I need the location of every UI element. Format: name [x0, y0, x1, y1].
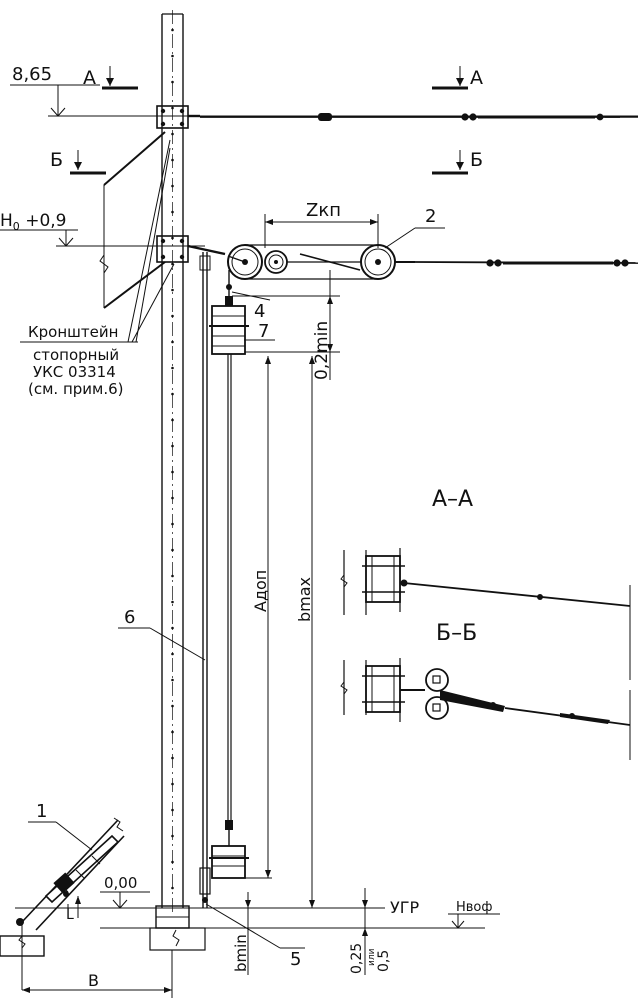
top-wire	[200, 113, 638, 121]
mast-hole-dot	[171, 782, 174, 786]
mast-hole-dot	[171, 548, 174, 552]
dimension-bmin: bmin	[200, 892, 255, 975]
diagonal-braces	[99, 131, 166, 309]
callout-4: 4	[231, 291, 271, 322]
level-mid-label: H	[0, 211, 13, 231]
mast-hole-dot	[171, 314, 174, 318]
mast-hole-dot	[171, 340, 174, 344]
bracket-line1: Кронштейн	[28, 323, 118, 341]
zkp-label: Zкп	[306, 200, 341, 221]
mast-hole-dot	[171, 132, 174, 136]
mast-hole-dot	[171, 626, 174, 630]
callout-6-label: 6	[124, 607, 135, 628]
mast-hole-dot	[171, 54, 174, 58]
section-a-right-label: А	[470, 67, 483, 89]
level-mid-suffix: +0,9	[20, 211, 67, 231]
mast-hole-dot	[171, 158, 174, 162]
level-top-label: 8,65	[12, 64, 52, 85]
mast	[161, 10, 184, 915]
dimension-foundation: 0,25 или 0,5	[349, 888, 392, 975]
section-b-left-label: Б	[50, 149, 63, 171]
mast-hole-dot	[171, 574, 174, 578]
bracket-line3: УКС 03314	[33, 363, 116, 381]
mast-hole-dot	[171, 678, 174, 682]
dim-02min-label: 0,2min	[312, 321, 332, 380]
mast-hole-dot	[171, 756, 174, 760]
mast-hole-dot	[171, 808, 174, 812]
mast-hole-dot	[171, 600, 174, 604]
hvof-label: Нвоф	[456, 900, 493, 915]
view-bb-title: Б–Б	[436, 621, 477, 646]
callout-1-label: 1	[36, 801, 47, 822]
dim-bmax-label: bmax	[295, 577, 314, 622]
mast-hole-dot	[171, 704, 174, 708]
section-b-right-label: Б	[470, 149, 483, 171]
callout-7: 7	[244, 321, 275, 342]
mast-hole-dot	[171, 80, 174, 84]
dimension-bmax: bmax	[295, 356, 315, 908]
zkp-dimension: Zкп	[264, 200, 379, 248]
bracket-callout: Кронштейн стопорный УКС 03314 (см. прим.…	[20, 139, 175, 398]
top-fitting	[156, 105, 200, 129]
level-ground-mark: 0,00	[100, 874, 150, 909]
callout-2-label: 2	[425, 206, 436, 227]
mast-hole-dot	[171, 210, 174, 214]
callout-6: 6	[118, 607, 206, 661]
mast-hole-dot	[171, 444, 174, 448]
mast-hole-dot	[171, 418, 174, 422]
view-aa-title: А–А	[432, 487, 473, 512]
level-ground-label: 0,00	[104, 874, 137, 892]
dimension-adop: Aдоп	[244, 356, 272, 879]
mast-hole-dot	[171, 28, 174, 32]
hvof-mark: Нвоф	[448, 900, 500, 929]
level-mid-subscript: 0	[13, 220, 20, 233]
callout-5-label: 5	[290, 949, 301, 970]
mast-hole-dot	[171, 236, 174, 240]
level-mid-mark: H0 +0,9	[0, 211, 205, 247]
mast-hole-dot	[171, 886, 174, 890]
callout-1: 1	[28, 801, 93, 851]
level-top-mark: 8,65	[10, 64, 638, 117]
section-b-markers: Б Б	[50, 149, 483, 175]
callout-4-label: 4	[254, 301, 265, 322]
dim-B-label: B	[88, 971, 99, 990]
callout-5: 5	[205, 903, 305, 970]
mast-hole-dot	[171, 106, 174, 110]
section-a-left-label: А	[83, 67, 96, 89]
mast-hole-dot	[171, 860, 174, 864]
mast-hole-dot	[171, 522, 174, 526]
bracket-line2: стопорный	[33, 346, 119, 364]
weight-assembly	[199, 252, 249, 908]
svg-text:H0 +0,9: H0 +0,9	[0, 211, 66, 233]
mast-hole-dot	[171, 730, 174, 734]
mast-hole-dot	[171, 834, 174, 838]
callout-2: 2	[384, 206, 445, 249]
middle-fitting	[156, 235, 226, 263]
mast-hole-dot	[171, 288, 174, 292]
dim-05-label: 0,5	[376, 950, 392, 972]
mast-hole-dot	[171, 392, 174, 396]
callout-7-label: 7	[258, 321, 269, 342]
view-aa: А–А	[340, 487, 631, 680]
dim-ili-label: или	[367, 948, 377, 966]
mast-hole-dot	[171, 470, 174, 474]
mast-hole-dot	[171, 366, 174, 370]
pulley-system	[227, 244, 638, 280]
mast-hole-dot	[171, 652, 174, 656]
dimension-b: B	[22, 950, 173, 998]
mast-hole-dot	[171, 496, 174, 500]
dim-bmin-label: bmin	[232, 934, 250, 972]
dim-adop-label: Aдоп	[251, 570, 270, 612]
mast-hole-dot	[171, 184, 174, 188]
dim-025-label: 0,25	[349, 943, 365, 974]
bracket-line4: (см. прим.6)	[28, 380, 124, 398]
ugr-label: УГР	[390, 898, 420, 917]
view-bb: Б–Б	[340, 621, 631, 760]
section-a-markers: А А	[83, 66, 483, 90]
dim-L-label: L	[66, 907, 74, 923]
anchor-assembly: L	[0, 817, 125, 990]
